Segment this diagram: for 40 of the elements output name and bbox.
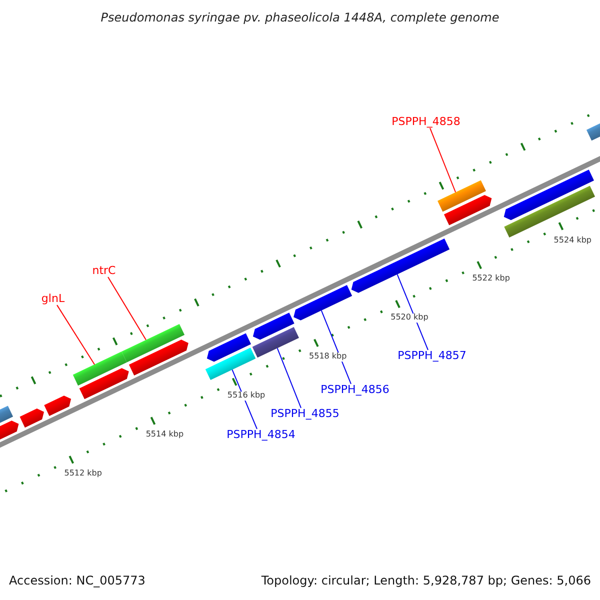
scale-label: 5522 kbp [471, 275, 511, 284]
gene-block [79, 368, 129, 400]
gene-block [504, 170, 594, 220]
scale-label: 5514 kbp [144, 430, 185, 440]
gene-block [20, 408, 44, 428]
gene-bar [205, 348, 256, 380]
scale-label: 5516 kbp [226, 392, 266, 401]
gene-bar [586, 123, 600, 141]
gene-bar [72, 352, 127, 386]
gene-bar [122, 324, 185, 362]
leader-line [276, 348, 302, 408]
scale-label: 5524 kbp [552, 236, 592, 245]
footer-note: Accession: NC_005773 [9, 574, 146, 588]
leader-line [56, 304, 96, 365]
gene-block [444, 195, 492, 226]
gene-label: PSPPH_4857 [398, 350, 466, 362]
gene-label: PSPPH_4856 [320, 384, 390, 396]
leader-line [108, 276, 146, 340]
gene-label: glnL [41, 292, 65, 306]
gene-label: PSPPH_4854 [226, 428, 296, 442]
gene-block [128, 340, 188, 376]
gene-block [294, 285, 352, 320]
gene-block [206, 333, 252, 362]
gene-label: PSPPH_4855 [270, 408, 340, 420]
gene-bar [504, 186, 596, 238]
title: Pseudomonas syringae pv. phaseolicola 1448A, complete genome [100, 11, 500, 25]
gene-label: ntrC [92, 264, 116, 278]
gene-bar [252, 327, 299, 358]
scale-label: 5512 kbp [63, 470, 103, 478]
gene-label: PSPPH_4858 [392, 116, 460, 128]
footer-note: Topology: circular; Length: 5,928,787 bp; Genes: 5,066 [261, 574, 591, 588]
scale-label: 5520 kbp [390, 314, 430, 323]
gene-block [351, 238, 450, 293]
gene-block [44, 396, 72, 416]
gene-block [252, 312, 294, 340]
gene-bar [0, 406, 14, 424]
scale-label: 5518 kbp [308, 352, 348, 362]
leader-line [320, 310, 352, 384]
gene-bar [438, 180, 486, 212]
leader-line [396, 274, 428, 350]
